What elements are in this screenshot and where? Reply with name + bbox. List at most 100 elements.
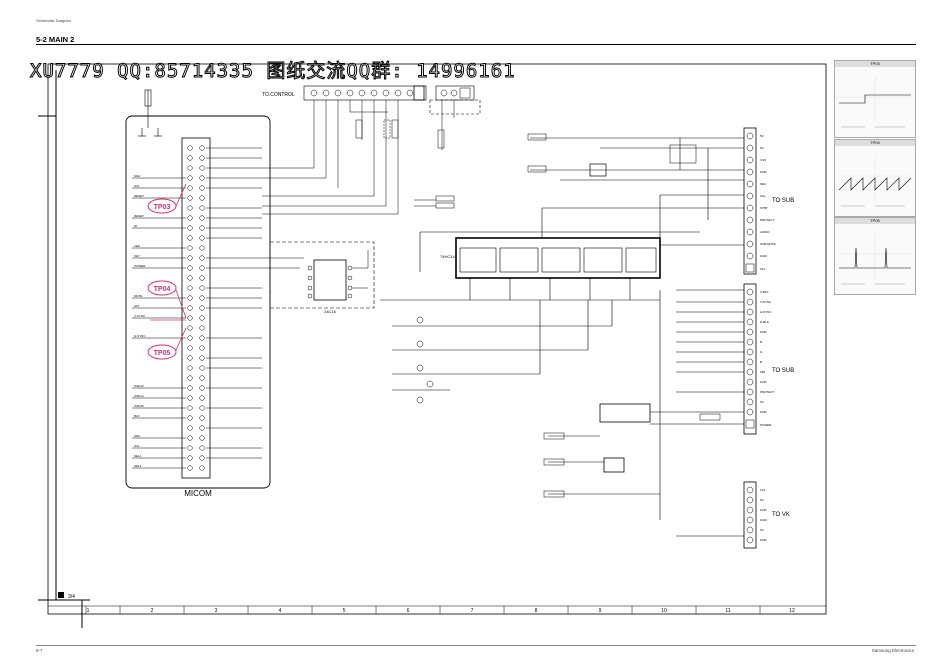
svg-text:5V: 5V <box>760 146 764 150</box>
schematic-frame <box>47 63 827 615</box>
osc-title: TP05 <box>835 218 915 224</box>
svg-text:G: G <box>760 350 763 354</box>
osc-trace <box>838 156 912 207</box>
svg-text:MUTE: MUTE <box>134 294 143 298</box>
oscilloscope-panel-tp05: TP05 <box>834 217 916 295</box>
grid-label: 9 <box>599 608 602 614</box>
buffer-bus-lines <box>380 194 748 391</box>
power-section <box>530 137 748 220</box>
svg-text:TP03: TP03 <box>154 204 171 211</box>
svg-text:AFT: AFT <box>134 304 140 308</box>
svg-text:PROTECT: PROTECT <box>760 390 775 394</box>
footer-rule <box>36 645 916 646</box>
svg-text:5V: 5V <box>760 528 764 532</box>
svg-text:GND: GND <box>760 410 768 414</box>
control-connector-pins <box>310 89 414 97</box>
header-rule <box>36 44 916 45</box>
svg-text:RESET: RESET <box>134 194 144 198</box>
svg-text:5V: 5V <box>760 498 764 502</box>
svg-text:POWER: POWER <box>134 264 146 268</box>
watermark-text: XU7779 QQ:85714335 图纸交流QQ群: 14996161 <box>30 60 516 83</box>
svg-text:GND: GND <box>760 254 768 258</box>
grid-label: 12 <box>789 608 795 614</box>
eeprom-label: 24C16 <box>324 309 337 314</box>
micom-pins <box>187 145 205 471</box>
svg-text:SDA: SDA <box>134 174 140 178</box>
svg-text:TP04: TP04 <box>154 286 171 293</box>
svg-text:GND: GND <box>760 518 768 522</box>
regulator-ic <box>599 403 651 423</box>
grid-labels: 1 2 3 4 5 6 7 8 9 10 11 12 <box>87 608 795 614</box>
svg-text:V-SYNC: V-SYNC <box>134 314 146 318</box>
grid-label: 6 <box>407 608 410 614</box>
grid-label: 11 <box>725 608 730 614</box>
grid-label: 3 <box>215 608 218 614</box>
svg-text:BLK: BLK <box>134 414 140 418</box>
oscilloscope-panel-tp04: TP04 <box>834 139 916 217</box>
svg-text:5V: 5V <box>760 400 764 404</box>
oscilloscope-panel-tp03: TP03 <box>834 60 916 138</box>
svg-text:OSD-G: OSD-G <box>134 394 145 398</box>
connector-a <box>743 127 757 275</box>
grid-dividers <box>85 606 761 614</box>
svg-text:AUDIO: AUDIO <box>760 230 770 234</box>
grid-label: 4 <box>279 608 282 614</box>
svg-text:SCL: SCL <box>134 184 140 188</box>
micom-label: MICOM <box>184 489 212 498</box>
svg-text:H-SYNC: H-SYNC <box>760 310 772 314</box>
svg-text:SCL: SCL <box>134 444 140 448</box>
svg-text:SDA: SDA <box>760 182 766 186</box>
osc-title: TP04 <box>835 140 915 146</box>
svg-text:SDA: SDA <box>134 434 140 438</box>
company-name: Samsung Electronics <box>871 648 914 653</box>
osc-title: TP03 <box>835 61 915 67</box>
svg-text:OSD-B: OSD-B <box>134 404 144 408</box>
to-control-label: TO.CONTROL <box>262 92 295 98</box>
svg-text:OSD-R: OSD-R <box>134 384 145 388</box>
doc-label: Schematic Diagram <box>36 18 71 23</box>
svg-text:LED: LED <box>134 244 141 248</box>
section-title: 5-2 MAIN 2 <box>36 35 75 44</box>
svg-text:GND: GND <box>760 330 768 334</box>
buffer-label: 74HC14 <box>440 254 455 259</box>
transistor-cluster <box>416 316 434 404</box>
osc-trace <box>839 77 911 128</box>
to-sub-label-2: TO SUB <box>772 368 794 374</box>
test-point-tp05 <box>147 344 177 360</box>
grid-label: 1 <box>87 608 90 614</box>
micom-ic-body <box>181 137 211 479</box>
svg-text:V-BLK: V-BLK <box>760 290 769 294</box>
to-vk-label: TO VK <box>772 512 790 518</box>
connector-b-labels: V-BLK V-SYNC H-SYNC H-BLK GND R G B FBL … <box>760 290 775 427</box>
svg-text:STBY: STBY <box>760 206 768 210</box>
connector-c <box>743 481 757 549</box>
svg-text:SUB-MUTE: SUB-MUTE <box>760 242 776 246</box>
svg-text:POWER: POWER <box>760 423 772 427</box>
svg-text:SCL: SCL <box>760 194 766 198</box>
svg-text:H-BLK: H-BLK <box>760 320 769 324</box>
svg-text:V-SYNC: V-SYNC <box>760 300 772 304</box>
grid-label: 8 <box>535 608 538 614</box>
svg-text:H-SYNC: H-SYNC <box>134 334 146 338</box>
svg-text:IR: IR <box>134 224 138 228</box>
grid-label: 7 <box>471 608 474 614</box>
svg-text:PROTECT: PROTECT <box>760 218 775 222</box>
grid-label: 2 <box>151 608 154 614</box>
svg-text:12V: 12V <box>760 267 765 271</box>
test-point-tp04 <box>147 280 177 296</box>
sheet-ref: 3/4 <box>68 594 75 600</box>
eeprom-ic <box>313 259 347 301</box>
svg-text:KEY: KEY <box>134 254 140 258</box>
svg-text:3.3V: 3.3V <box>760 158 766 162</box>
micom-decoupling-caps <box>138 89 162 137</box>
svg-text:GND: GND <box>760 170 768 174</box>
connector-a-labels: 5V 5V 3.3V GND SDA SCL STBY PROTECT AUDI… <box>760 134 776 271</box>
svg-text:GND: GND <box>760 508 768 512</box>
control-connector <box>303 85 427 101</box>
micom-right-stubs <box>206 147 262 459</box>
micom-left-stubs <box>132 177 186 469</box>
sheet-ref-marker <box>58 592 64 598</box>
micom-left-labels: SDA SCL RESET RESET IR LED KEY POWER MUT… <box>134 174 146 468</box>
osc-trace <box>839 234 911 285</box>
